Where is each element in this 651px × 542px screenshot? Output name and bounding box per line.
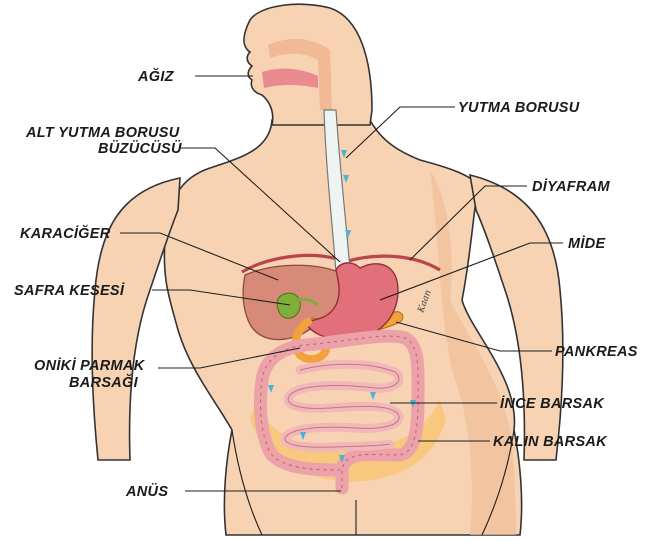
- gallbladder: [277, 293, 300, 318]
- label-mide: MİDE: [568, 235, 606, 252]
- label-alt-yutma-line1: ALT YUTMA BORUSU: [25, 125, 180, 141]
- label-oniki-line2: BARSAĞI: [69, 373, 139, 391]
- label-alt-yutma-line2: BÜZÜCÜSÜ: [98, 140, 182, 157]
- label-pankreas: PANKREAS: [555, 344, 638, 360]
- label-yutma-borusu: YUTMA BORUSU: [458, 100, 580, 116]
- label-ince-barsak: İNCE BARSAK: [500, 395, 605, 412]
- label-karaciger: KARACİĞER: [20, 224, 111, 242]
- label-diyafram: DİYAFRAM: [532, 178, 610, 195]
- label-anus: ANÜS: [125, 483, 168, 500]
- label-safra-kesesi: SAFRA KESESİ: [14, 282, 125, 299]
- label-agiz: AĞIZ: [137, 67, 175, 85]
- label-kalin-barsak: KALIN BARSAK: [493, 434, 608, 450]
- left-arm: [92, 178, 180, 460]
- label-oniki-line1: ONİKİ PARMAK: [34, 357, 146, 374]
- head: [244, 4, 372, 125]
